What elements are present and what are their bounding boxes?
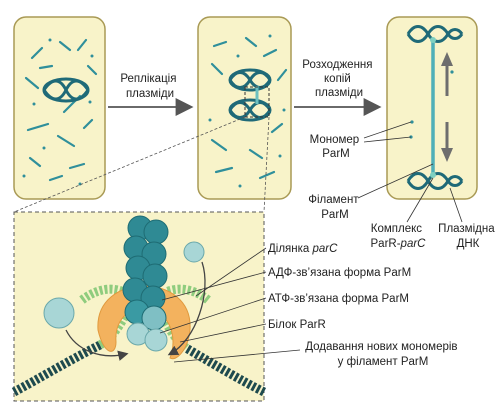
cell-2-filaments	[210, 36, 288, 180]
cell-3	[386, 16, 478, 200]
segregation-label: Розходження копій плазміди	[302, 59, 375, 99]
atp-form-label: АТФ-зв’язана форма ParM	[268, 293, 409, 305]
complex-pointer	[406, 177, 434, 223]
complex-parr-parc-label: Комплекс ParR-parC	[371, 223, 427, 250]
cell-1-plasmid-dna	[42, 77, 90, 103]
parr-protein-label: Білок ParR	[268, 319, 326, 331]
cell-3-push-arrows	[441, 52, 453, 162]
atp-pointer	[159, 297, 267, 334]
free-monomer-large	[43, 297, 75, 329]
filament-parm-label: Філамент ParM	[308, 194, 362, 221]
adding-monomers-label: Додавання нових мономерів у філамент Par…	[305, 341, 461, 368]
add-monomer-arrow-right	[167, 261, 206, 356]
cell-2-plasmid-copy-top	[228, 68, 272, 92]
monomer-pointer-2	[363, 136, 412, 143]
cell-3-parr-complex-top	[430, 37, 436, 43]
zoom-region-box	[244, 86, 270, 118]
parm-filament-zoom	[122, 215, 169, 352]
monomer-pointer-1	[363, 121, 412, 139]
replication-label: Реплікація плазміди	[120, 73, 179, 100]
zoom-guide-left	[13, 116, 246, 213]
adp-form-label: АДФ-зв’язана форма ParM	[268, 267, 411, 279]
add-monomer-arrow-left	[65, 329, 129, 361]
adp-pointer	[161, 271, 267, 301]
parc-site-label: Ділянка parC	[268, 243, 338, 255]
filament-pointer	[357, 163, 434, 199]
cell-1-filaments	[24, 38, 98, 182]
adding-pointer	[173, 349, 301, 363]
plasmid-dna-label: Плазмідна ДНК	[438, 223, 498, 250]
monomer-parm-label: Мономер ParM	[310, 134, 363, 160]
plasmid-dna-pointer	[449, 187, 463, 223]
cell-2-monomers	[208, 34, 286, 188]
zoom-panel	[11, 116, 270, 402]
parr-pointer	[179, 323, 267, 343]
cell-3-parr-complex-bottom	[430, 172, 436, 178]
cell-3-plasmid-top	[406, 25, 464, 43]
zoom-guide-right	[263, 116, 270, 213]
free-monomer-small	[183, 241, 205, 263]
cell-1	[13, 16, 106, 200]
cell-2-plasmid-copy-bottom	[228, 98, 272, 122]
cell-2	[197, 16, 292, 200]
cell-3-plasmid-bottom	[406, 172, 464, 190]
